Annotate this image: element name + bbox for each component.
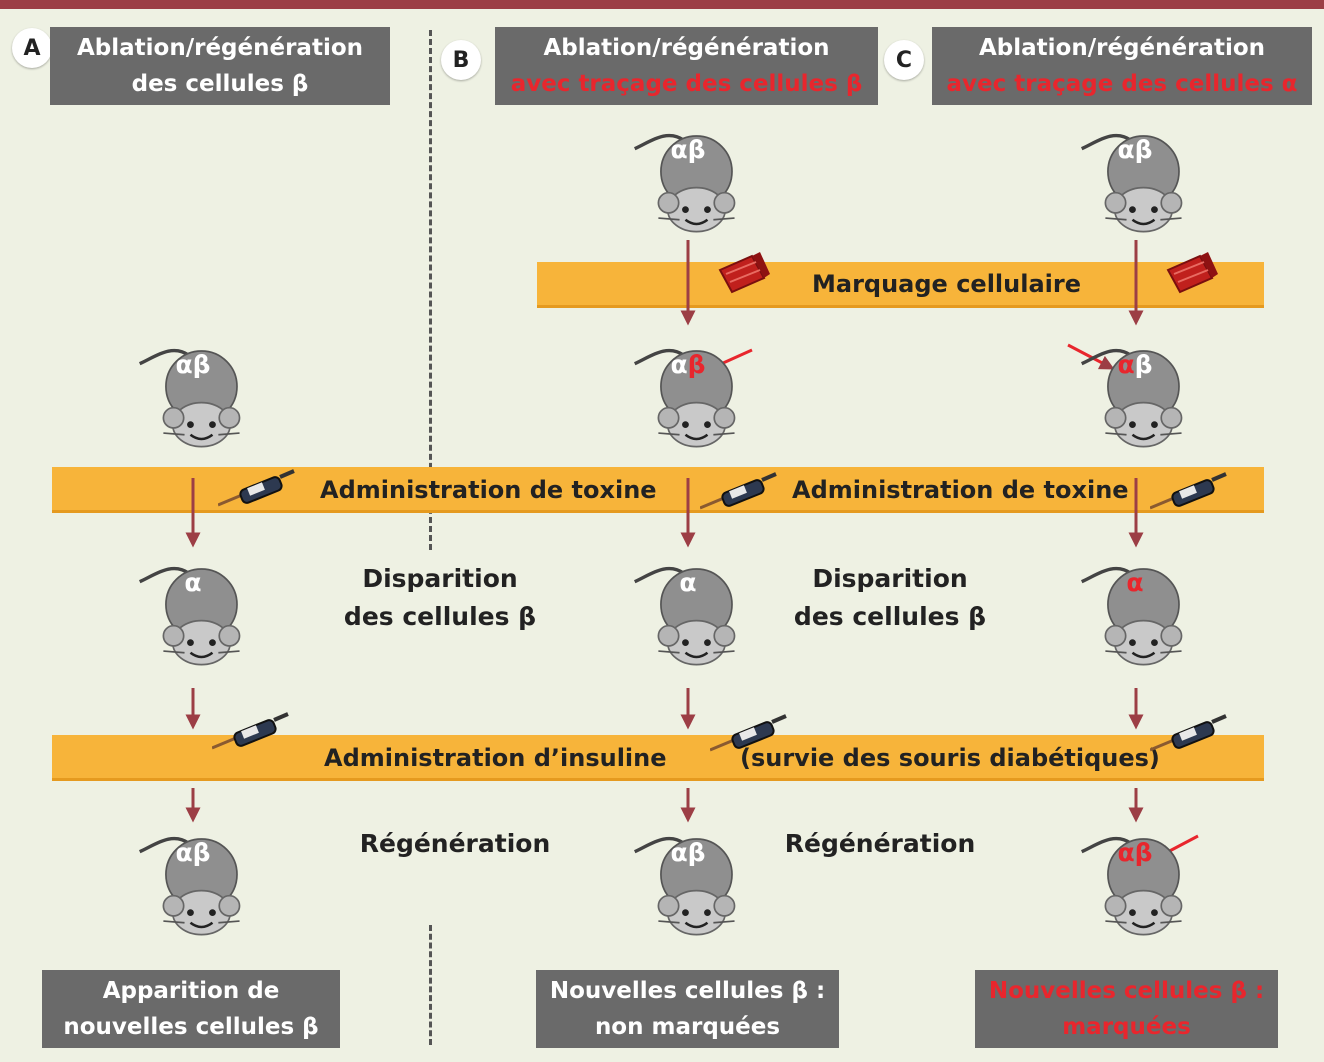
label-marquage: Marquage cellulaire (812, 270, 1081, 298)
mouse-label: αβ (1117, 838, 1153, 867)
disparition-2-line1: Disparition (812, 564, 968, 593)
panel-a-title-line2: des cellules β (131, 71, 309, 97)
mouse-a-after-toxin: α (137, 548, 248, 678)
panel-c-result-line2: marquées (1062, 1014, 1191, 1040)
panel-b-result: Nouvelles cellules β : non marquées (536, 970, 839, 1048)
panel-letter-b: B (441, 40, 481, 80)
regeneration-text-2: Régénération (784, 829, 976, 858)
mouse-c-after-toxin: α (1079, 548, 1190, 678)
panel-a-title: Ablation/régénération des cellules β (50, 27, 390, 105)
regeneration-text-1: Régénération (359, 829, 551, 858)
panel-a-result-line1: Apparition de (102, 978, 280, 1004)
mouse-label: αβ (1117, 135, 1153, 164)
syringe-icon (212, 712, 290, 750)
panel-b-title: Ablation/régénération avec traçage des c… (495, 27, 878, 105)
panel-c-title-line1: Ablation/régénération (978, 35, 1266, 61)
mouse-label: αβ (670, 838, 706, 867)
panel-c-title-line2: avec traçage des cellules α (946, 71, 1298, 97)
panel-b-title-line2: avec traçage des cellules β (510, 71, 863, 97)
mouse-label: αβ (670, 135, 706, 164)
mouse-label: α (679, 568, 697, 597)
divider-line (429, 925, 432, 1045)
panel-a-title-line1: Ablation/régénération (76, 35, 364, 61)
syringe-icon (1150, 714, 1228, 752)
panel-a-result: Apparition de nouvelles cellules β (42, 970, 340, 1048)
mouse-label-beta-marked: β (687, 350, 706, 379)
band-marquage (537, 262, 1264, 308)
syringe-icon (218, 469, 296, 507)
mouse-a-start: αβ (137, 330, 248, 460)
syringe-icon (700, 472, 778, 510)
panel-letter-a: A (12, 28, 52, 68)
mouse-label: αβ (175, 350, 211, 379)
disparition-1-line1: Disparition (362, 564, 518, 593)
panel-b-result-line1: Nouvelles cellules β : (549, 978, 826, 1004)
mouse-c-regen: αβ (1079, 818, 1190, 948)
mouse-label: αβ (1080, 350, 1190, 379)
disparition-text-1: Disparition des cellules β (330, 560, 550, 636)
syringe-icon (710, 714, 788, 752)
label-toxine-1: Administration de toxine (320, 476, 657, 504)
divider-line (429, 30, 432, 550)
reagent-tube-icon (719, 251, 771, 293)
panel-c-result: Nouvelles cellules β : marquées (975, 970, 1278, 1048)
mouse-label-beta: β (1134, 350, 1153, 379)
mouse-c-marked: αβ (1079, 330, 1190, 460)
label-survie: (survie des souris diabétiques) (740, 744, 1160, 772)
mouse-b-regen: αβ (633, 818, 743, 948)
panel-b-title-line1: Ablation/régénération (543, 35, 830, 61)
mouse-label: αβ (633, 350, 743, 379)
mouse-a-regen: αβ (137, 818, 248, 948)
panel-letter-c: C (884, 40, 924, 80)
header-bar (0, 0, 1324, 9)
syringe-icon (1150, 472, 1228, 510)
panel-b-result-line2: non marquées (594, 1014, 781, 1040)
mouse-label-alpha-marked: α (1117, 350, 1135, 379)
reagent-tube-icon (1167, 251, 1219, 293)
label-insuline: Administration d’insuline (324, 744, 667, 772)
band-insuline (52, 735, 1264, 781)
panel-c-result-line1: Nouvelles cellules β : (988, 978, 1265, 1004)
panel-c-title: Ablation/régénération avec traçage des c… (932, 27, 1312, 105)
disparition-text-2: Disparition des cellules β (780, 560, 1000, 636)
label-toxine-2: Administration de toxine (792, 476, 1129, 504)
mouse-b-initial: αβ (633, 115, 743, 245)
disparition-1-line2: des cellules β (343, 602, 537, 631)
mouse-label: αβ (175, 838, 211, 867)
mouse-label: α (184, 568, 202, 597)
mouse-b-after-toxin: α (633, 548, 743, 678)
mouse-c-initial: αβ (1079, 115, 1190, 245)
panel-a-result-line2: nouvelles cellules β (63, 1014, 319, 1040)
mouse-label-alpha: α (670, 350, 688, 379)
mouse-label: α (1126, 568, 1144, 597)
disparition-2-line2: des cellules β (793, 602, 987, 631)
mouse-b-marked: αβ (633, 330, 743, 460)
